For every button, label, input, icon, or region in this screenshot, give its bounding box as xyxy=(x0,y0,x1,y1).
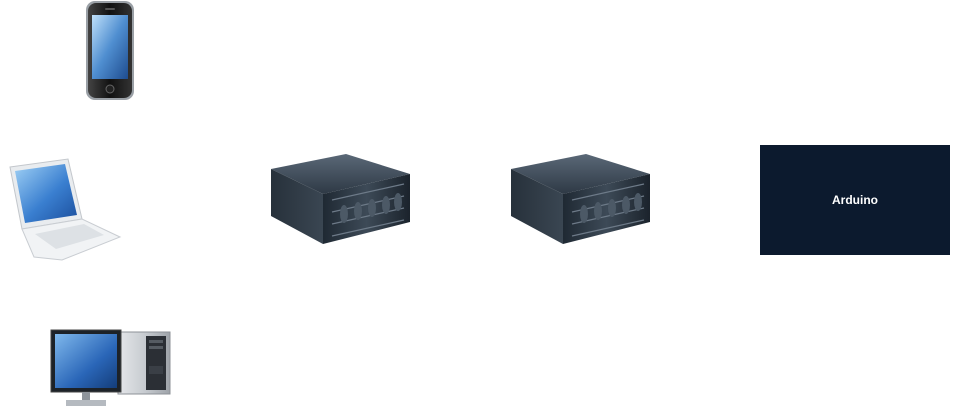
server-2-icon xyxy=(511,154,650,244)
desktop-computer-icon xyxy=(50,329,171,406)
arduino-label: Arduino xyxy=(832,193,878,207)
arduino-box: Arduino xyxy=(760,145,950,255)
server-1-icon xyxy=(271,154,410,244)
smartphone-icon xyxy=(86,1,134,100)
laptop-icon xyxy=(9,158,122,261)
